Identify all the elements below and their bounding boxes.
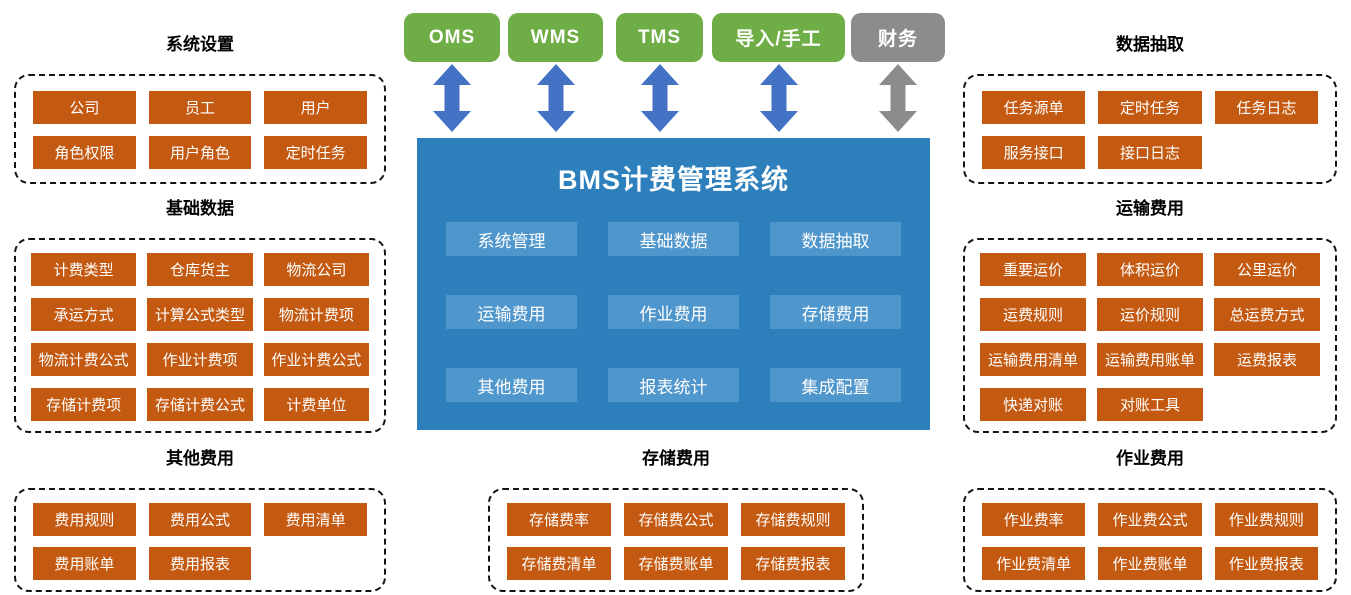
group-item: 计费类型 (31, 253, 137, 286)
group-item: 存储费账单 (624, 547, 728, 580)
section-operation-fees: 作业费用 作业费率 作业费公式 作业费规则 作业费清单 作业费账单 作业费报表 (963, 446, 1337, 592)
group-item: 对账工具 (1097, 388, 1203, 421)
group-item: 存储费报表 (741, 547, 845, 580)
group-item: 作业费账单 (1098, 547, 1202, 580)
section-data-extract: 数据抽取 任务源单 定时任务 任务日志 服务接口 接口日志 (963, 32, 1337, 184)
group-item: 物流计费项 (263, 298, 369, 331)
bidirectional-arrow-icon (537, 64, 575, 132)
section-dashed-box: 重要运价 体积运价 公里运价 运费规则 运价规则 总运费方式 运输费用清单 运输… (963, 238, 1337, 433)
group-item: 费用账单 (33, 547, 136, 580)
group-item: 作业费规则 (1214, 503, 1318, 536)
section-dashed-box: 计费类型 仓库货主 物流公司 承运方式 计算公式类型 物流计费项 物流计费公式 … (14, 238, 386, 433)
group-item: 公司 (33, 91, 136, 124)
group-item: 存储费清单 (507, 547, 611, 580)
section-dashed-box: 任务源单 定时任务 任务日志 服务接口 接口日志 (963, 74, 1337, 184)
group-item: 费用清单 (264, 503, 367, 536)
group-item: 总运费方式 (1214, 298, 1320, 331)
bms-core-panel: BMS计费管理系统 系统管理 基础数据 数据抽取 运输费用 作业费用 存储费用 … (417, 138, 930, 430)
section-dashed-box: 费用规则 费用公式 费用清单 费用账单 费用报表 (14, 488, 386, 592)
section-dashed-box: 存储费率 存储费公式 存储费规则 存储费清单 存储费账单 存储费报表 (488, 488, 864, 592)
group-item: 体积运价 (1097, 253, 1203, 286)
source-box-finance: 财务 (851, 13, 945, 62)
group-item: 接口日志 (1098, 136, 1202, 169)
group-item: 公里运价 (1214, 253, 1320, 286)
module-tile: 存储费用 (770, 295, 901, 329)
module-tile: 其他费用 (446, 368, 577, 402)
group-item: 定时任务 (264, 136, 367, 169)
group-item: 任务源单 (982, 91, 1086, 124)
source-box-import-manual: 导入/手工 (712, 13, 845, 62)
bidirectional-arrow-icon (879, 64, 917, 132)
group-item: 作业费公式 (1098, 503, 1202, 536)
group-item: 存储计费项 (31, 388, 137, 421)
bms-panel-title: BMS计费管理系统 (558, 165, 789, 195)
section-base-data: 基础数据 计费类型 仓库货主 物流公司 承运方式 计算公式类型 物流计费项 物流… (14, 196, 386, 433)
group-item: 作业计费公式 (263, 343, 369, 376)
group-item: 员工 (148, 91, 252, 124)
section-title: 其他费用 (166, 449, 234, 468)
module-tile: 作业费用 (608, 295, 739, 329)
section-title: 作业费用 (1116, 449, 1184, 468)
bidirectional-arrow-icon (760, 64, 798, 132)
group-item: 计费单位 (263, 388, 369, 421)
group-item: 任务日志 (1214, 91, 1318, 124)
group-item: 运费规则 (980, 298, 1086, 331)
module-tile: 基础数据 (608, 222, 739, 256)
module-tile: 集成配置 (770, 368, 901, 402)
group-item: 快递对账 (980, 388, 1086, 421)
section-title: 数据抽取 (1116, 35, 1184, 54)
group-item: 费用报表 (148, 547, 252, 580)
group-item: 定时任务 (1098, 91, 1202, 124)
group-item: 存储费率 (507, 503, 611, 536)
group-item: 用户角色 (148, 136, 252, 169)
module-tile: 数据抽取 (770, 222, 901, 256)
module-tile: 运输费用 (446, 295, 577, 329)
group-item: 承运方式 (31, 298, 137, 331)
bms-module-grid: 系统管理 基础数据 数据抽取 运输费用 作业费用 存储费用 其他费用 报表统计 … (446, 222, 901, 402)
bidirectional-arrow-icon (641, 64, 679, 132)
group-item: 用户 (264, 91, 367, 124)
group-item: 重要运价 (980, 253, 1086, 286)
section-other-fees: 其他费用 费用规则 费用公式 费用清单 费用账单 费用报表 (14, 446, 386, 592)
group-item: 作业费报表 (1214, 547, 1318, 580)
section-title: 基础数据 (166, 199, 234, 218)
module-tile: 系统管理 (446, 222, 577, 256)
group-item: 存储费公式 (624, 503, 728, 536)
group-item: 作业费清单 (982, 547, 1086, 580)
group-item: 费用公式 (148, 503, 252, 536)
group-item: 物流计费公式 (31, 343, 137, 376)
group-item: 计算公式类型 (147, 298, 253, 331)
bidirectional-arrow-icon (433, 64, 471, 132)
group-item: 费用规则 (33, 503, 136, 536)
group-item: 运输费用清单 (980, 343, 1086, 376)
group-item: 运价规则 (1097, 298, 1203, 331)
module-tile: 报表统计 (608, 368, 739, 402)
section-transport-fees: 运输费用 重要运价 体积运价 公里运价 运费规则 运价规则 总运费方式 运输费用… (963, 196, 1337, 433)
group-item: 角色权限 (33, 136, 136, 169)
group-item: 存储计费公式 (147, 388, 253, 421)
section-dashed-box: 公司 员工 用户 角色权限 用户角色 定时任务 (14, 74, 386, 184)
source-box-oms: OMS (404, 13, 500, 62)
group-item: 存储费规则 (741, 503, 845, 536)
group-item: 运费报表 (1214, 343, 1320, 376)
group-item: 运输费用账单 (1097, 343, 1203, 376)
group-item: 仓库货主 (147, 253, 253, 286)
group-item: 物流公司 (263, 253, 369, 286)
section-title: 运输费用 (1116, 199, 1184, 218)
section-system-settings: 系统设置 公司 员工 用户 角色权限 用户角色 定时任务 (14, 32, 386, 184)
section-dashed-box: 作业费率 作业费公式 作业费规则 作业费清单 作业费账单 作业费报表 (963, 488, 1337, 592)
group-item: 作业计费项 (147, 343, 253, 376)
section-storage-fees: 存储费用 存储费率 存储费公式 存储费规则 存储费清单 存储费账单 存储费报表 (488, 446, 864, 592)
section-title: 存储费用 (642, 449, 710, 468)
group-item: 作业费率 (982, 503, 1086, 536)
section-title: 系统设置 (166, 35, 234, 54)
source-box-tms: TMS (616, 13, 703, 62)
group-item: 服务接口 (982, 136, 1086, 169)
source-box-wms: WMS (508, 13, 603, 62)
